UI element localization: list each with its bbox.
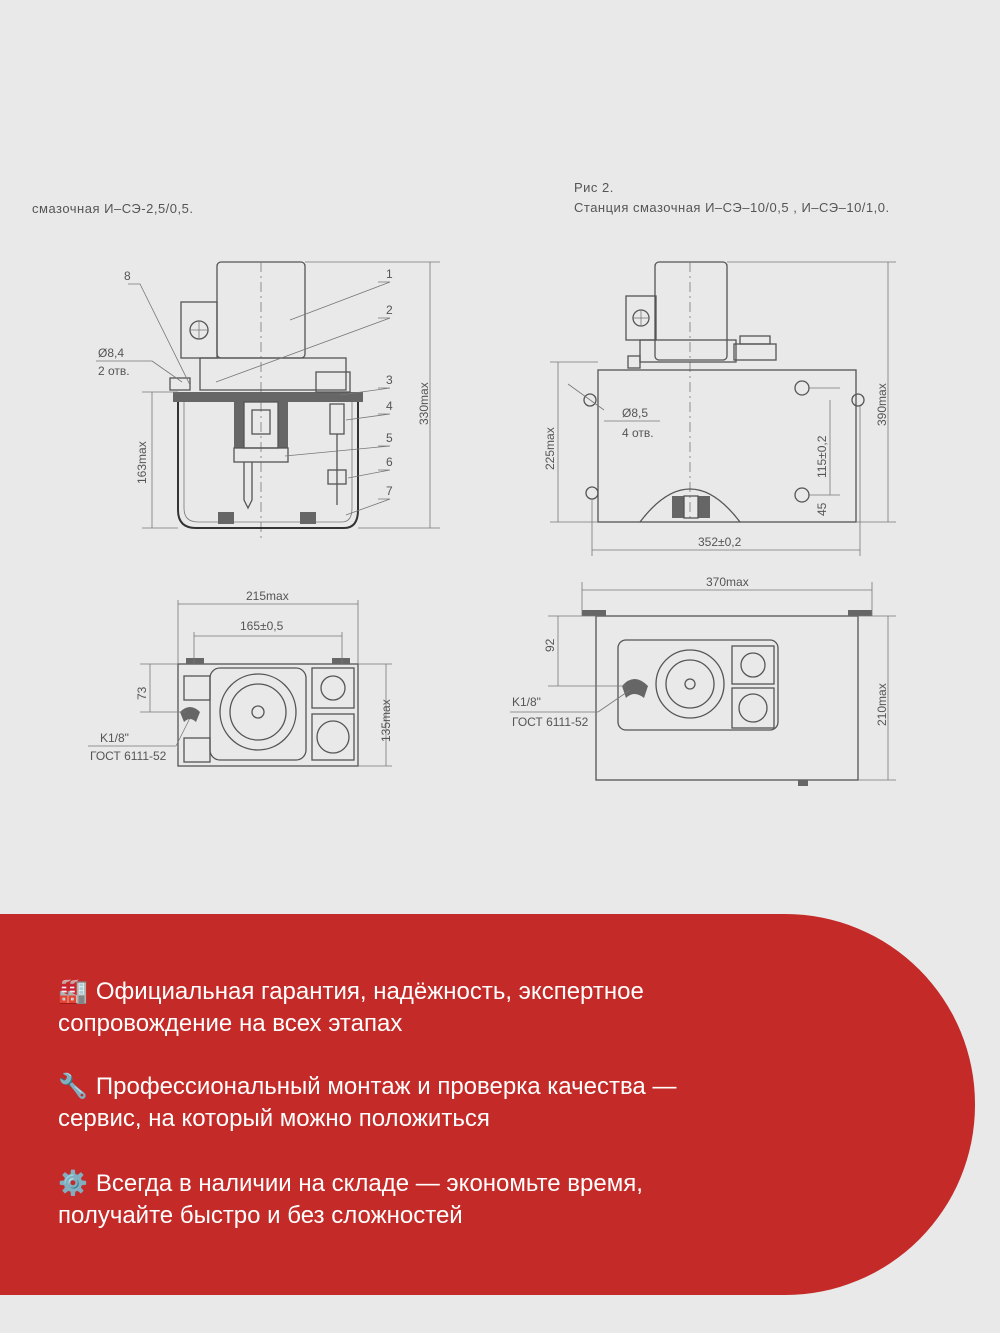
right-width-max: 370max: [706, 575, 749, 589]
feature-installation-line2: сервис, на который можно положиться: [58, 1105, 490, 1132]
feature-stock-line2: получайте быстро и без сложностей: [58, 1202, 463, 1229]
gear-icon: ⚙️: [58, 1170, 88, 1197]
right-hole-count: 4 отв.: [622, 426, 654, 440]
left-front-view: 8 1 2 3 4 5 6 7 Ø8,4 2 отв. 330max 163ma…: [96, 261, 440, 540]
svg-text:7: 7: [386, 484, 393, 498]
right-height-tank: 225max: [543, 427, 557, 470]
features-panel: [0, 914, 975, 1295]
right-depth-max: 210max: [875, 683, 889, 726]
left-top-view: 215max 165±0,5 73 135max K1/8" ГОСТ 6111…: [88, 589, 393, 767]
feature-stock: ⚙️ Всегда в наличии на складе — экономьте…: [58, 1168, 858, 1232]
svg-text:1: 1: [386, 267, 393, 281]
right-depth-offset: 92: [543, 638, 557, 652]
left-height-total: 330max: [417, 382, 431, 425]
right-hole-spacing-v: 115±0,2: [815, 435, 829, 478]
svg-text:8: 8: [124, 269, 131, 283]
svg-text:4: 4: [386, 399, 393, 413]
left-depth-max: 135max: [379, 699, 393, 742]
technical-drawing: смазочная И–СЭ-2,5/0,5. Рис 2. Станция с…: [32, 180, 896, 786]
left-caption: смазочная И–СЭ-2,5/0,5.: [32, 201, 193, 216]
feature-installation-line1: Профессиональный монтаж и проверка качес…: [95, 1073, 677, 1100]
right-hole-label: Ø8,5: [622, 406, 648, 420]
feature-stock-line1: Всегда в наличии на складе — экономьте в…: [95, 1170, 643, 1197]
svg-text:3: 3: [386, 373, 393, 387]
feature-warranty: 🏭 Официальная гарантия, надёжность, экспе…: [58, 976, 858, 1040]
right-thread-label: K1/8": [512, 695, 541, 709]
left-thread-label: K1/8": [100, 731, 129, 745]
left-thread-standard: ГОСТ 6111-52: [90, 749, 167, 763]
left-hole-label: Ø8,4: [98, 346, 124, 360]
right-thread-standard: ГОСТ 6111-52: [512, 715, 589, 729]
left-height-tank: 163max: [135, 441, 149, 484]
wrench-icon: 🔧: [58, 1073, 88, 1100]
svg-text:2: 2: [386, 303, 393, 317]
right-top-view: 370max 92 210max K1/8" ГОСТ 6111-52: [510, 575, 896, 786]
right-front-view: Ø8,5 4 отв. 390max 225max 115±0,2 45 352…: [543, 261, 896, 556]
factory-icon: 🏭: [58, 978, 88, 1005]
right-height-total: 390max: [875, 383, 889, 426]
left-width-max: 215max: [246, 589, 289, 603]
feature-warranty-line1: Официальная гарантия, надёжность, экспер…: [95, 978, 644, 1005]
right-caption-title: Рис 2.: [574, 180, 614, 195]
feature-warranty-line2: сопровождение на всех этапах: [58, 1010, 403, 1037]
left-depth-offset: 73: [135, 686, 149, 700]
left-width-holes: 165±0,5: [240, 619, 284, 633]
feature-installation: 🔧 Профессиональный монтаж и проверка каче…: [58, 1071, 858, 1135]
svg-text:5: 5: [386, 431, 393, 445]
right-caption-subtitle: Станция смазочная И–СЭ–10/0,5 , И–СЭ–10/…: [574, 200, 890, 215]
right-hole-spacing-h: 352±0,2: [698, 535, 742, 549]
right-hole-offset-v: 45: [815, 502, 829, 516]
left-hole-count: 2 отв.: [98, 364, 130, 378]
svg-text:6: 6: [386, 455, 393, 469]
